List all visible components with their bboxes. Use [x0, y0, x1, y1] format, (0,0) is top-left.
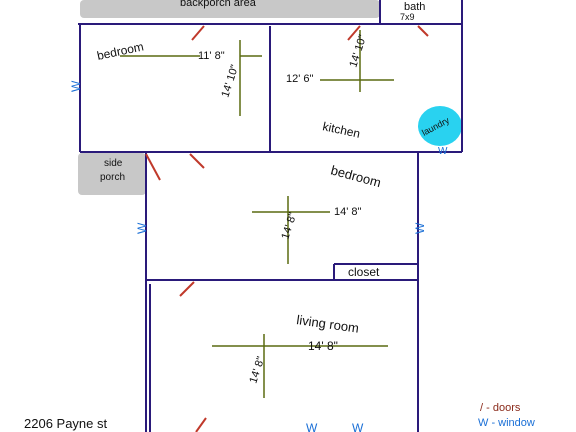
door-side-porch	[145, 153, 161, 181]
legend-door-symbol: /	[480, 402, 484, 414]
window-bottom-2: W	[352, 421, 364, 432]
bedroom1-height: 14' 10"	[219, 63, 241, 99]
dimension-lines	[120, 30, 394, 398]
doors	[145, 25, 429, 432]
closet-label: closet	[348, 265, 380, 279]
kitchen-height: 14' 10"	[347, 33, 369, 69]
bath-label: bath	[404, 1, 425, 13]
legend-window-label: - window	[491, 417, 535, 429]
living-room-width: 14' 8"	[308, 339, 338, 353]
bedroom2-width: 14' 8"	[334, 206, 362, 218]
window-left-middle: W	[135, 222, 149, 234]
legend-window: W - window	[478, 417, 535, 429]
side-porch-label-1: side	[104, 158, 123, 169]
bedroom2-height: 14' 8"	[279, 211, 299, 241]
window-bottom-1: W	[306, 421, 318, 432]
legend-window-symbol: W	[478, 417, 489, 429]
legend-door-label: - doors	[486, 402, 521, 414]
backporch-label: backporch area	[180, 0, 257, 9]
side-porch-label-2: porch	[100, 172, 125, 183]
laundry-area	[418, 106, 462, 146]
kitchen-width: 12' 6"	[286, 73, 314, 85]
walls	[78, 0, 463, 432]
legend-doors: / - doors	[480, 402, 520, 414]
door-living1	[179, 281, 195, 297]
kitchen-label: kitchen	[321, 119, 361, 141]
window-right-middle: W	[413, 222, 427, 234]
window-laundry: W	[438, 146, 448, 157]
door-bedroom-hall	[189, 153, 205, 169]
bath-dim-label: 7x9	[400, 12, 415, 22]
window-left-upper: W	[69, 80, 83, 92]
bedroom2-label: bedroom	[329, 162, 382, 190]
backporch-area	[80, 0, 380, 18]
door-kitchen	[347, 25, 361, 41]
door-living2	[195, 417, 207, 432]
address-label: 2206 Payne st	[24, 416, 108, 431]
bedroom1-width: 11' 8"	[198, 50, 225, 62]
bedroom1-label: bedroom	[96, 39, 145, 63]
door-bath	[417, 25, 429, 37]
living-room-label: living room	[296, 312, 360, 336]
door-bedroom1	[191, 25, 205, 41]
side-porch-area	[78, 153, 146, 195]
